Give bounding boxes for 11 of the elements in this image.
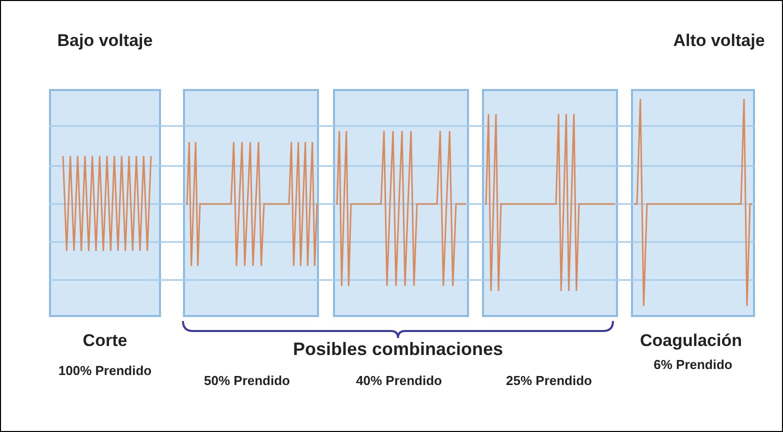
mode-label: Corte (82, 331, 128, 351)
signal-panel (482, 89, 618, 317)
voltage-heading: Bajo voltaje (56, 31, 154, 51)
duty-cycle-label: 100% Prendido (57, 363, 153, 378)
duty-cycle-label: 40% Prendido (355, 373, 443, 388)
group-label: Posibles combinaciones (292, 339, 504, 360)
duty-cycle-label: 6% Prendido (652, 357, 734, 372)
duty-cycle-label: 25% Prendido (505, 373, 593, 388)
duty-cycle-label: 50% Prendido (203, 373, 291, 388)
mode-label: Coagulación (638, 331, 743, 351)
voltage-heading: Alto voltaje (672, 31, 766, 51)
